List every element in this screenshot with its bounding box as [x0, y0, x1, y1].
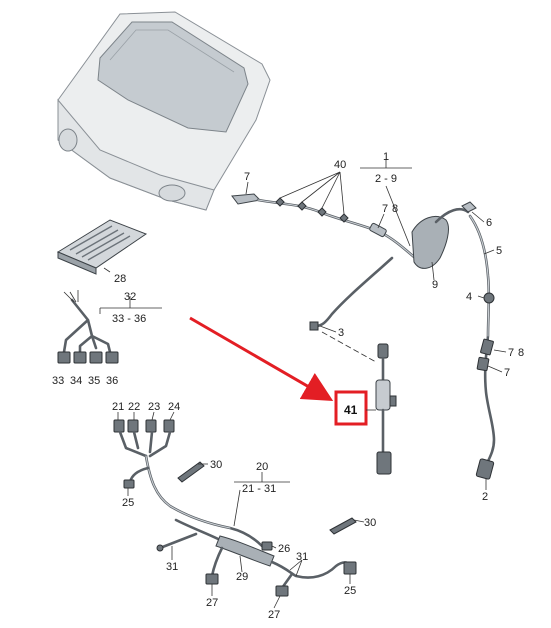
callout-22: 22 [128, 401, 140, 413]
callout-26: 26 [278, 543, 290, 555]
callout-25: 25 [122, 497, 134, 509]
harness-1 [231, 193, 477, 331]
callout-20: 20 [256, 461, 268, 473]
callout-41: 41 [344, 403, 358, 417]
sensor-lead-41 [321, 331, 397, 475]
callout-1-range: 2 - 9 [375, 173, 397, 185]
harness-20 [113, 419, 357, 597]
callout-32: 32 [124, 291, 136, 303]
leader-lines [103, 160, 507, 609]
callout-8: 8 [518, 347, 524, 359]
pointer-arrow [189, 316, 334, 402]
highlight-box-41 [334, 390, 368, 426]
callout-32-range: 33 - 36 [112, 313, 146, 325]
harness-32 [57, 290, 162, 364]
callout-23: 23 [148, 401, 160, 413]
callout-4: 4 [466, 291, 472, 303]
callout-27: 27 [206, 597, 218, 609]
callout-8: 8 [392, 203, 398, 215]
callout-30: 30 [210, 459, 222, 471]
callout-2: 2 [482, 491, 488, 503]
callout-9: 9 [432, 279, 438, 291]
callout-31: 31 [166, 561, 178, 573]
harness-5 [468, 214, 496, 480]
callout-34: 34 [70, 375, 82, 387]
callout-1: 1 [383, 151, 389, 163]
callout-7: 7 [508, 347, 514, 359]
callout-33: 33 [52, 375, 64, 387]
callout-3: 3 [338, 327, 344, 339]
callout-21: 21 [112, 401, 124, 413]
callout-27: 27 [268, 609, 280, 621]
callout-20-range: 21 - 31 [242, 483, 276, 495]
callout-25: 25 [344, 585, 356, 597]
callout-6: 6 [486, 217, 492, 229]
callout-5: 5 [496, 245, 502, 257]
callout-28: 28 [114, 273, 126, 285]
callout-24: 24 [168, 401, 180, 413]
callout-29: 29 [236, 571, 248, 583]
callout-31: 31 [296, 551, 308, 563]
tailgate-illustration [57, 11, 271, 211]
callout-7: 7 [504, 367, 510, 379]
callout-labels: 40 1 2 - 9 7 7 8 6 5 4 7 8 7 9 3 2 28 32… [52, 151, 524, 621]
callout-7: 7 [244, 171, 250, 183]
callout-40: 40 [334, 159, 346, 171]
callout-30: 30 [364, 517, 376, 529]
callout-36: 36 [106, 375, 118, 387]
callout-7: 7 [382, 203, 388, 215]
callout-35: 35 [88, 375, 100, 387]
control-unit-28 [56, 219, 148, 275]
